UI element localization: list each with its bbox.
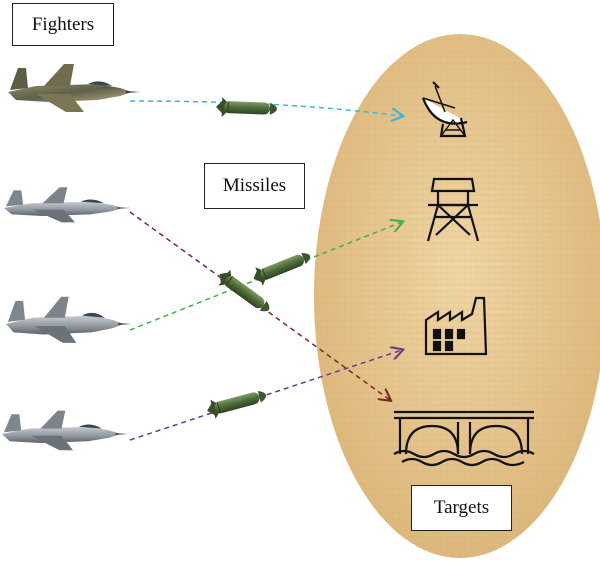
- missile-3: [249, 246, 315, 289]
- missile-4: [204, 384, 270, 421]
- radar-dish-icon: [421, 81, 468, 138]
- assignment-arrow-1: [129, 100, 402, 116]
- fighter-jet-2: [4, 187, 131, 223]
- factory-icon: [424, 296, 488, 356]
- targets-label: Targets: [411, 485, 512, 531]
- assignment-arrow-4: [129, 350, 402, 441]
- target-region-texture: [314, 34, 600, 558]
- missile-1: [215, 96, 278, 120]
- missiles-label: Missiles: [204, 163, 305, 209]
- fighter-jet-4: [2, 410, 129, 451]
- fighter-jet-1: [8, 64, 140, 112]
- fighters-label: Fighters: [12, 3, 114, 46]
- water-tower-icon: [426, 177, 480, 242]
- bridge-icon: [393, 410, 535, 467]
- fighter-jet-3: [6, 296, 132, 343]
